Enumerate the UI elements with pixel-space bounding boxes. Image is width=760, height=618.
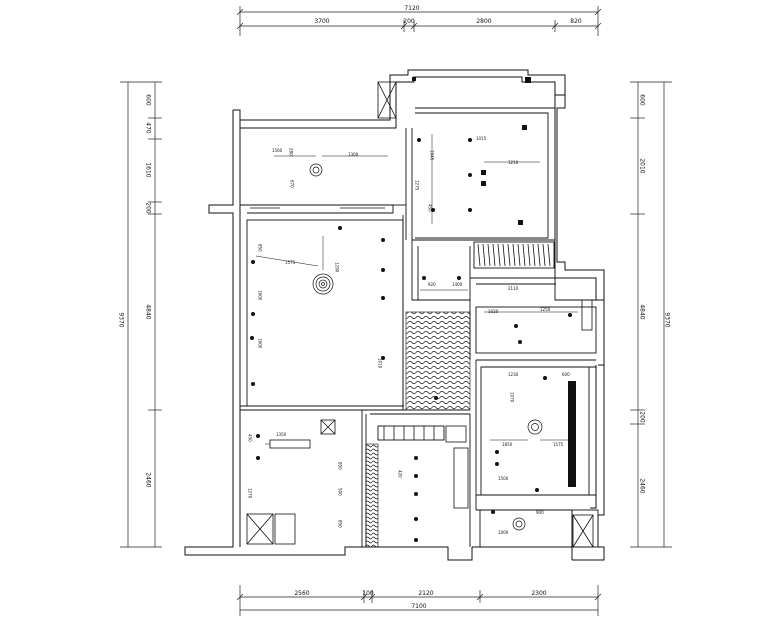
din-label-c: 1350	[276, 432, 287, 437]
mid-label-c: 1250	[540, 307, 551, 312]
balc-label-d: 670	[290, 180, 295, 188]
bed1-label-d: 1015	[476, 136, 487, 141]
lv-label-b: 1600	[258, 290, 263, 301]
bed2-label-d: 1850	[502, 442, 513, 447]
bottom-total-dim: 7100	[411, 603, 426, 610]
din-label-a: 450	[248, 434, 253, 442]
lv-label-d: 1010	[378, 358, 383, 369]
lv-label-c: 1600	[258, 338, 263, 349]
balc-label-b: 1300	[348, 152, 359, 157]
right-dim-3: 4840	[639, 304, 646, 319]
bed2-label-a: 1230	[508, 372, 519, 377]
bottom-dim-4: 2300	[531, 590, 546, 597]
br-label-b: 1000	[498, 530, 509, 535]
bed1-label-e: 450	[428, 204, 433, 212]
left-dim-2: 470	[145, 122, 152, 134]
top-dimension-line	[236, 6, 602, 36]
mid-label-a: 920	[428, 282, 436, 287]
left-dim-4: 200	[145, 202, 152, 214]
kit-label-c: 850	[338, 520, 343, 528]
bed2-label-f: 600	[562, 372, 570, 377]
top-dim-3: 2800	[476, 18, 491, 25]
left-dim-6: 2460	[145, 472, 152, 487]
bottom-dimension-line	[236, 585, 602, 616]
kit-label-b: 500	[338, 488, 343, 496]
din-label-b: 1270	[248, 488, 253, 499]
mid-label-d: 2110	[508, 286, 519, 291]
bed1-label-c: 1210	[508, 160, 519, 165]
left-dim-5: 4840	[145, 304, 152, 319]
bed1-label-b: 1275	[415, 180, 420, 191]
left-total-dim: 9370	[118, 312, 125, 327]
room-dimension-labels: 1575 1290 850 1600 1600 1010 1560 1300 2…	[248, 136, 571, 535]
top-dim-1: 3700	[314, 18, 329, 25]
lv-label-h: 1290	[335, 262, 340, 273]
exterior-walls	[184, 69, 605, 561]
kit-label-d: 420	[398, 470, 403, 478]
mid-label-e: 1020	[488, 309, 499, 314]
top-dim-4: 820	[570, 18, 582, 25]
br-label-a: 900	[536, 510, 544, 515]
spotlights	[250, 125, 572, 542]
ceiling-lights	[309, 163, 543, 531]
top-dim-2: 200	[403, 18, 415, 25]
tv-wall-unit	[568, 381, 576, 487]
fixtures	[246, 81, 594, 548]
interior-walls	[240, 107, 599, 548]
bed2-label-e: 1500	[498, 476, 509, 481]
mid-label-b: 1400	[452, 282, 463, 287]
kit-label-a: 850	[338, 462, 343, 470]
bed2-label-b: 1070	[510, 392, 515, 403]
right-dim-5: 2460	[639, 478, 646, 493]
leader-lines	[255, 134, 578, 445]
bottom-dim-2: 100	[362, 590, 374, 597]
balcony-window-marks	[412, 77, 531, 83]
right-dim-4: 200	[639, 411, 646, 423]
corridor-hatch	[405, 311, 471, 411]
left-dim-1: 600	[145, 94, 152, 106]
kitchen-hatch	[365, 443, 379, 548]
bottom-dim-1: 2560	[294, 590, 309, 597]
bed2-label-c: 1575	[553, 442, 564, 447]
top-total-dim: 7120	[404, 5, 419, 12]
right-dim-2: 2010	[639, 158, 646, 173]
wardrobe-hatch	[477, 243, 551, 267]
lv-label-w: 1575	[285, 260, 296, 265]
left-dim-3: 1610	[145, 162, 152, 177]
right-dim-1: 600	[639, 94, 646, 106]
bottom-dim-3: 2120	[418, 590, 433, 597]
left-dimension-line	[120, 81, 162, 548]
balc-label-c: 280	[289, 148, 294, 156]
right-total-dim: 9370	[664, 312, 671, 327]
lv-label-a: 850	[258, 244, 263, 252]
balc-label-a: 1560	[272, 148, 283, 153]
right-dimension-line	[630, 81, 672, 548]
